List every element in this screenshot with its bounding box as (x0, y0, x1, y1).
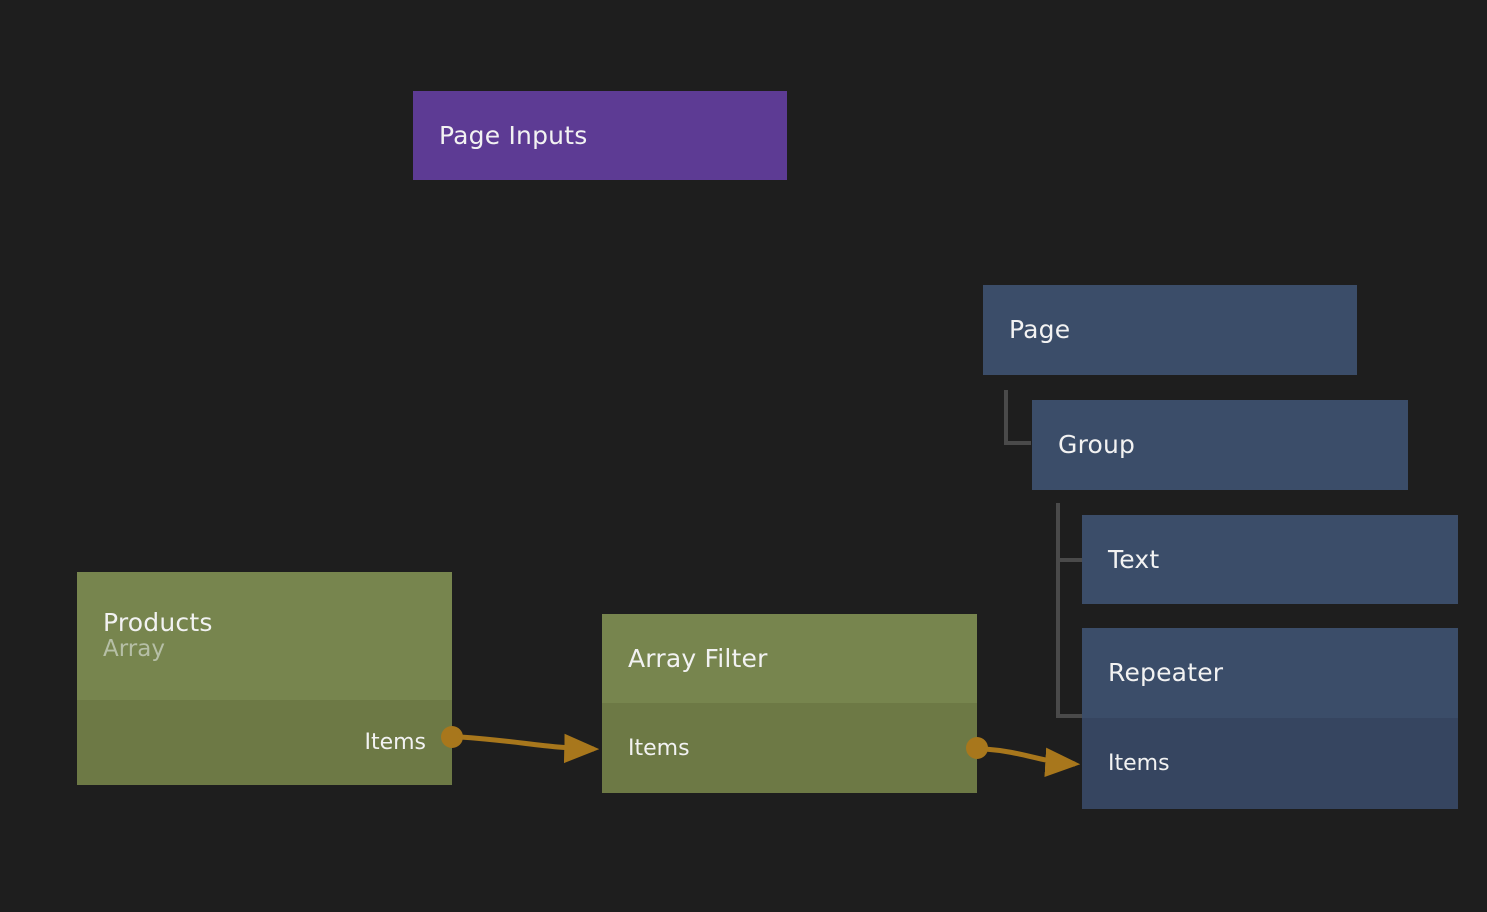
node-page-inputs-title: Page Inputs (439, 120, 588, 150)
edge-path (459, 733, 600, 764)
node-products-port-items[interactable]: Items (364, 730, 426, 755)
node-array-filter-header: Array Filter (602, 614, 977, 703)
node-group-header: Group (1032, 400, 1408, 490)
node-page[interactable]: Page (983, 285, 1357, 375)
node-text-title: Text (1108, 544, 1160, 574)
node-page-title: Page (1009, 315, 1071, 344)
node-products[interactable]: Products Array Items (77, 572, 452, 785)
node-page-inputs[interactable]: Page Inputs (413, 91, 787, 180)
node-repeater-header: Repeater (1082, 628, 1458, 718)
node-page-inputs-header: Page Inputs (413, 91, 787, 180)
node-group-title: Group (1058, 430, 1136, 459)
node-products-title: Products (103, 608, 213, 638)
node-products-body: Items (77, 700, 452, 785)
node-products-subtitle: Array (103, 636, 165, 663)
edge-array-filter-to-repeater[interactable] (966, 737, 1081, 777)
node-repeater[interactable]: Repeater Items (1082, 628, 1458, 809)
node-group[interactable]: Group (1032, 400, 1408, 490)
node-array-filter-title: Array Filter (628, 643, 768, 673)
node-array-filter-port-items[interactable]: Items (628, 735, 690, 761)
tree-link-page-to-group (1004, 390, 1031, 445)
node-repeater-title: Repeater (1108, 658, 1224, 687)
tree-link-group-trunk (1056, 503, 1082, 718)
node-products-header: Products Array (77, 572, 452, 700)
edge-path (984, 746, 1081, 777)
edge-products-to-array-filter[interactable] (441, 726, 600, 764)
node-repeater-body: Items (1082, 718, 1458, 809)
node-array-filter[interactable]: Array Filter Items (602, 614, 977, 793)
node-text[interactable]: Text (1082, 515, 1458, 604)
node-text-header: Text (1082, 515, 1458, 604)
node-page-header: Page (983, 285, 1357, 375)
node-repeater-port-items[interactable]: Items (1108, 751, 1170, 776)
node-array-filter-body: Items (602, 703, 977, 793)
